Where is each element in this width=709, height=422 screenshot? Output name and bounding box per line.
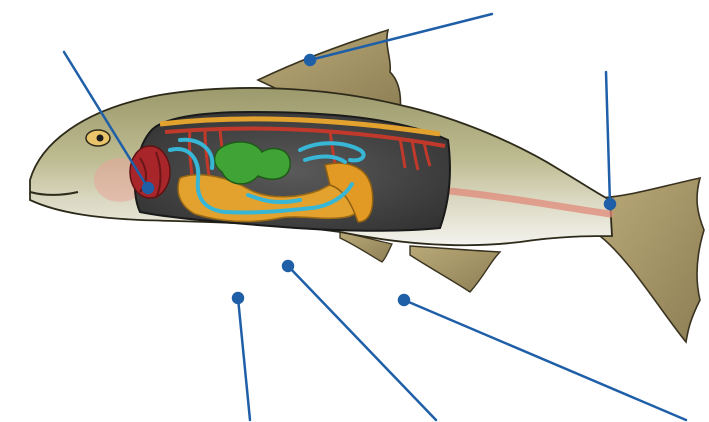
leader-bottom-left — [238, 298, 250, 420]
anal-fin — [410, 246, 500, 292]
leader-anal-fin — [404, 300, 686, 420]
leader-tail — [606, 72, 610, 204]
pupil — [97, 135, 104, 142]
liver-green — [215, 142, 291, 184]
leader-heart-dot — [143, 183, 153, 193]
leader-bottom-left-dot — [233, 293, 243, 303]
leader-dorsal-fin-dot — [305, 55, 315, 65]
leader-belly — [288, 266, 436, 420]
leader-tail-dot — [605, 199, 615, 209]
leader-dorsal-fin — [310, 14, 492, 60]
leader-belly-dot — [283, 261, 293, 271]
leader-anal-fin-dot — [399, 295, 409, 305]
